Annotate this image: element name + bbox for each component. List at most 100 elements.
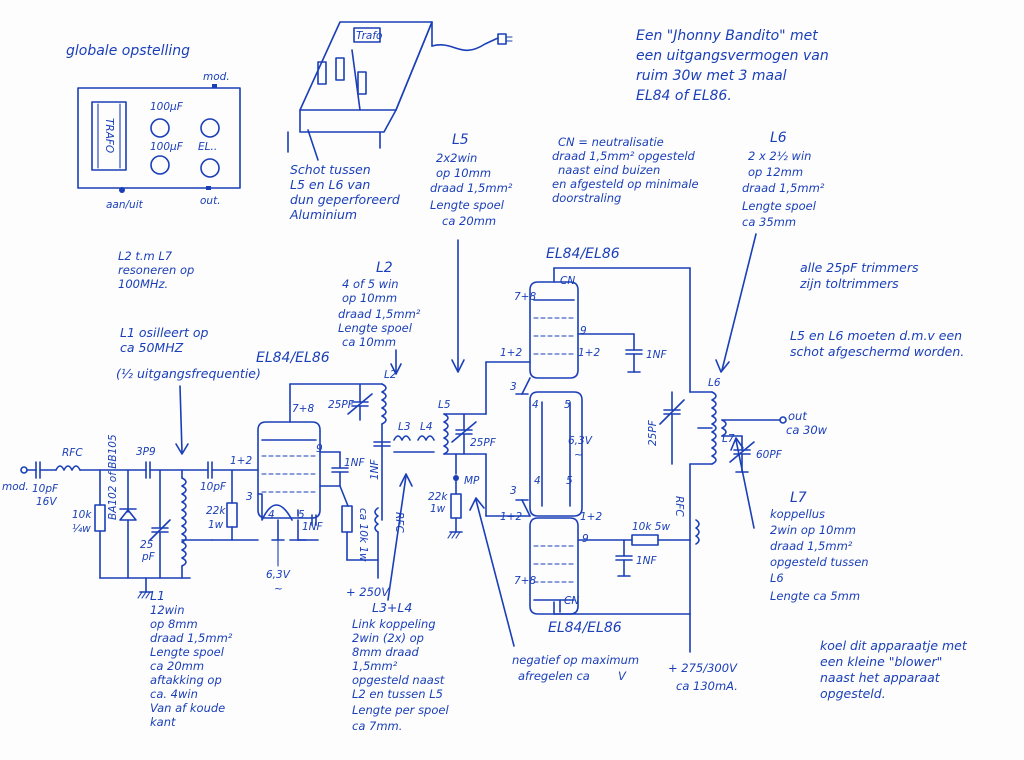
box-sketch: Trafo Schot tussen L5 en L6 van dun gepe… — [287, 21, 513, 222]
note-mp-1: negatief op maximum — [512, 653, 639, 667]
note-cn-2: draad 1,5mm² opgesteld — [552, 149, 696, 163]
hv-275-current: ca 130mA. — [676, 679, 738, 693]
l3l4-line-4: 1,5mm² — [352, 659, 398, 673]
note-l1-3: (½ uitgangsfrequentie) — [116, 366, 261, 381]
l5-tank: L5 25PF MP 22k 1w — [428, 361, 531, 539]
l7-title: L7 — [790, 490, 807, 506]
coil-l7 — [721, 419, 727, 437]
top-tube-label: EL84/EL86 — [546, 246, 620, 262]
note-l2l7-2: resoneren op — [118, 263, 194, 277]
arrow-l6 — [721, 233, 757, 371]
rfc1-label: RFC — [62, 447, 83, 459]
l6-line-3: draad 1,5mm² — [742, 181, 825, 195]
l6-coil-label: L6 — [708, 377, 721, 389]
osc-pin-9: 9 — [316, 443, 323, 455]
l3l4-line-7: Lengte per spoel — [352, 703, 449, 717]
l2-tank: L2 25PF 1NF RFC + 250V — [328, 369, 405, 599]
mod-input-jack — [20, 466, 28, 474]
title-line-1: Een "Jhonny Bandito" met — [636, 28, 818, 44]
overview-chassis — [77, 87, 241, 189]
resistor-10k-screen — [341, 505, 353, 533]
heater-tilde-osc: ~ — [274, 583, 283, 595]
input-cap-voltage: 16V — [36, 496, 57, 508]
l7-line-5: L6 — [770, 571, 784, 585]
box-note-2: L5 en L6 van — [290, 177, 370, 192]
top-pin-3: 3 — [510, 381, 517, 393]
l5-line-3: draad 1,5mm² — [430, 181, 513, 195]
diode-label: BA102 of BB105 — [107, 434, 119, 520]
resistor-22k-grid — [226, 502, 238, 528]
rfc-2 — [374, 507, 379, 533]
bot-pin-78: 7+8 — [514, 575, 536, 587]
l3-label: L3 — [398, 421, 411, 433]
overview-transformer — [91, 101, 127, 171]
coil-descriptions: L5 2x2win op 10mm draad 1,5mm² Lengte sp… — [150, 130, 869, 733]
l2-line-2: op 10mm — [342, 291, 397, 305]
bot-pin-12: 1+2 — [500, 511, 522, 523]
r22k-b-power: 1w — [430, 503, 446, 515]
output-tank: L6 25PF RFC + 275/300V ca 130mA. L7 out … — [647, 267, 828, 693]
coil-l3 — [393, 435, 411, 441]
note-trimmers-1: alle 25pF trimmers — [800, 260, 919, 275]
l1-line-5: ca 20mm — [150, 659, 204, 673]
overview-cap-1 — [150, 118, 170, 138]
overview-mod-label: mod. — [203, 71, 230, 83]
l5-title: L5 — [452, 132, 469, 148]
note-blower-3: naast het apparaat — [820, 670, 941, 685]
top-pin-9: 9 — [580, 325, 587, 337]
l5-line-1: 2x2win — [436, 151, 477, 165]
note-blower-1: koel dit apparaatje met — [820, 638, 968, 653]
overview-out-jack — [206, 186, 211, 190]
heater-tilde-pp: ~ — [574, 449, 583, 461]
l1-line-4: Lengte spoel — [150, 645, 225, 659]
top-pin-12: 1+2 — [500, 347, 522, 359]
r22k-b-label: 22k — [428, 491, 448, 503]
osc-pin-12: 1+2 — [230, 455, 252, 467]
rfc2-label: RFC — [393, 512, 405, 533]
r22k-power: 1w — [208, 519, 224, 531]
arrow-l3l4 — [387, 475, 407, 601]
rfc-1 — [55, 465, 81, 471]
bottom-tube-label: EL84/EL86 — [548, 620, 622, 636]
title-line-4: EL84 of EL86. — [636, 88, 732, 104]
trimmer-60pf-label: 60PF — [756, 449, 783, 461]
l3l4-line-8: ca 7mm. — [352, 719, 402, 733]
box-trafo-label: Trafo — [356, 30, 382, 42]
title-block: Een "Jhonny Bandito" met een uitgangsver… — [636, 28, 829, 104]
osc-pin-3: 3 — [246, 491, 253, 503]
l7-line-4: opgesteld tussen — [770, 555, 869, 569]
l3l4-title: L3+L4 — [372, 600, 412, 615]
trimmer-l6-label: 25PF — [647, 419, 659, 446]
l6-line-1: 2 x 2½ win — [748, 149, 811, 163]
l3l4-line-3: 8mm draad — [352, 645, 419, 659]
heater-63v-osc: 6,3V — [266, 569, 291, 581]
note-cn-4: en afgesteld op minimale — [552, 177, 699, 191]
l2-title: L2 — [376, 260, 393, 276]
cap-10pf-label: 10pF — [200, 481, 227, 493]
res10k-power: ¼w — [72, 523, 91, 535]
l4-label: L4 — [420, 421, 433, 433]
l6-line-5: ca 35mm — [742, 215, 796, 229]
out-power-label: ca 30w — [786, 423, 828, 437]
bot-pin-3: 3 — [510, 485, 517, 497]
l6-line-2: op 12mm — [748, 165, 803, 179]
l2-line-5: ca 10mm — [342, 335, 396, 349]
push-pull-tubes: EL84/EL86 EL84/EL86 7+8 9 1+2 1+2 3 4 5 … — [500, 246, 691, 636]
overview-cap-2 — [150, 155, 170, 175]
trimmer-25-label: 25 — [140, 539, 154, 551]
note-l1-2: ca 50MHZ — [120, 340, 184, 355]
arrow-l1 — [179, 385, 183, 453]
l7-line-1: koppellus — [770, 507, 825, 521]
trimmer-pf-label: pF — [141, 551, 156, 563]
overview-switch — [119, 187, 125, 193]
note-blower-2: een kleine "blower" — [820, 654, 942, 669]
notes: L2 t.m L7 resoneren op 100MHz. L1 osille… — [116, 135, 968, 701]
note-mp-2: afregelen ca — [518, 669, 590, 683]
input-cap-label: 10pF — [32, 483, 59, 495]
l6-line-4: Lengte spoel — [742, 199, 817, 213]
bot-pin-12b: 1+2 — [580, 511, 602, 523]
hv-250-label: + 250V — [346, 585, 390, 599]
overview-label: globale opstelling — [66, 43, 190, 59]
box-trafo — [353, 27, 381, 43]
